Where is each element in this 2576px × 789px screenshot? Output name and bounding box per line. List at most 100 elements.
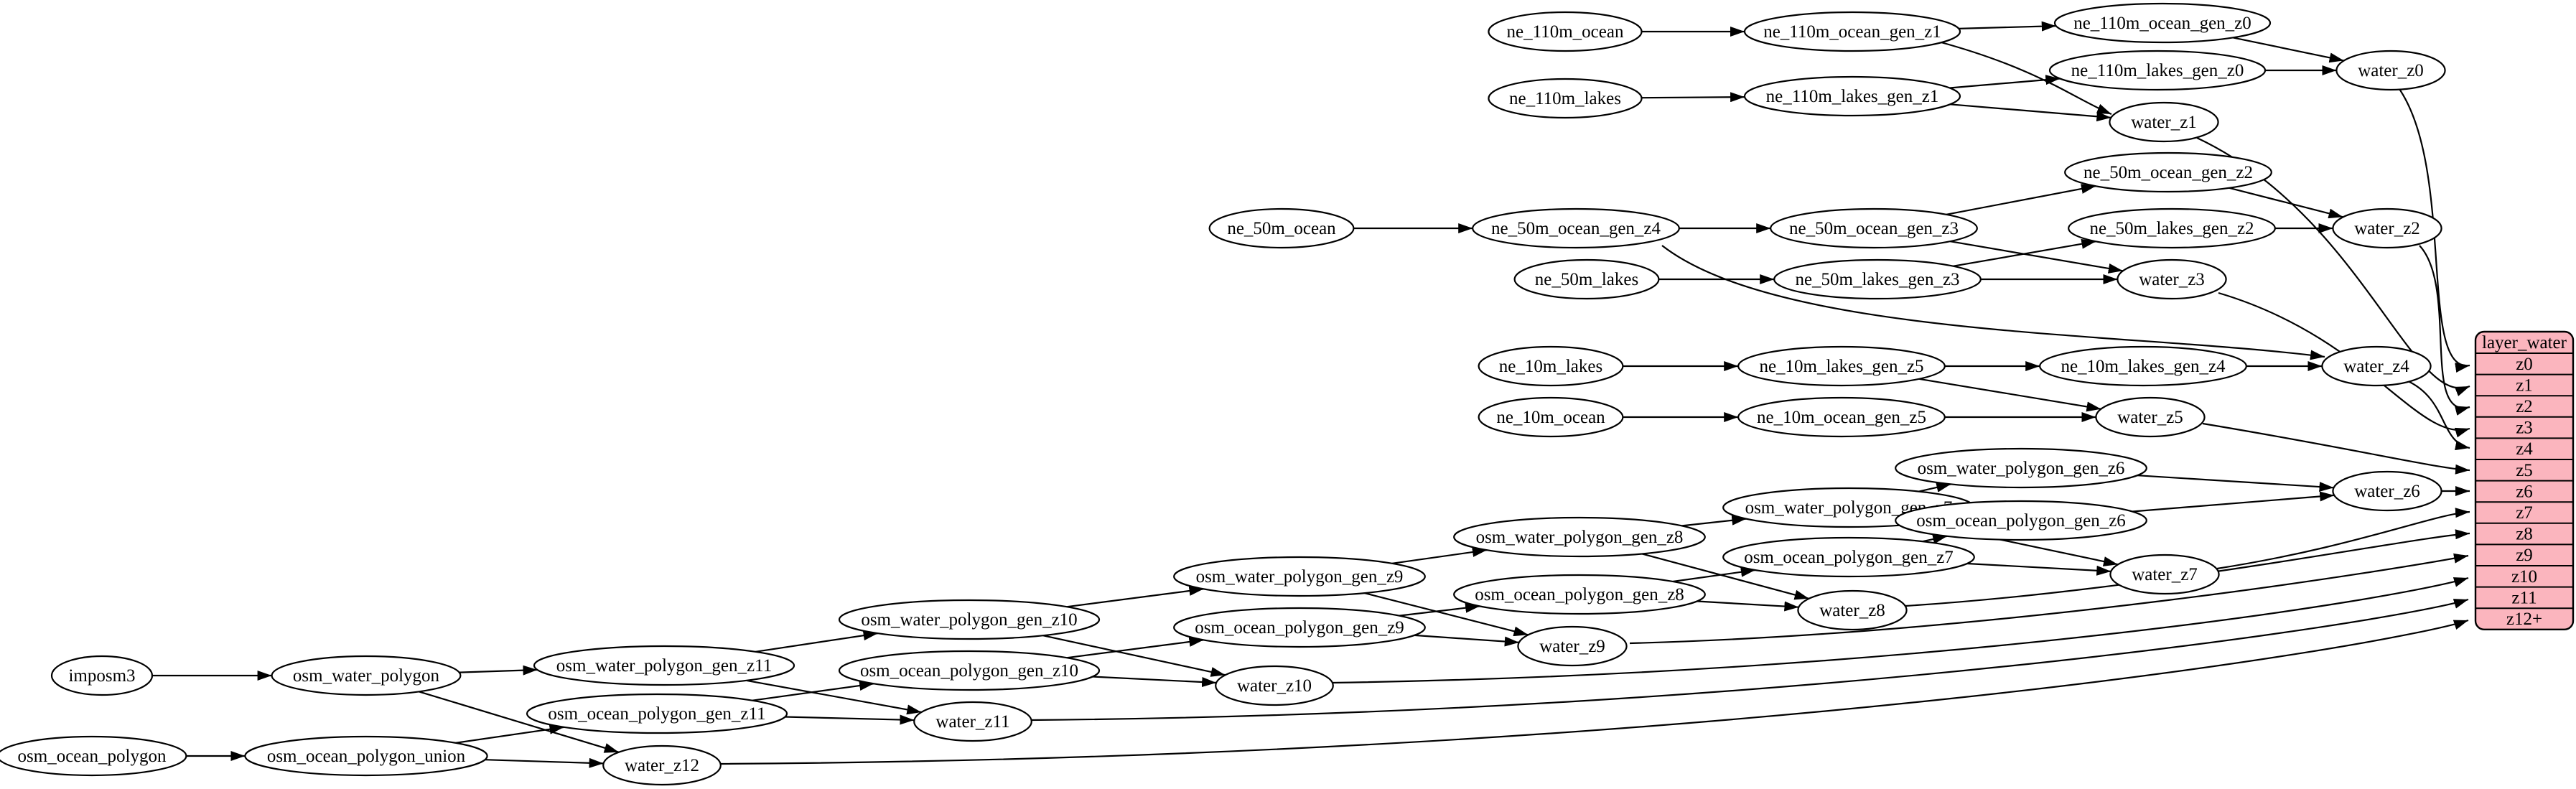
node-ellipse [1472,207,1680,249]
table-row-z8: z8 [2516,525,2533,544]
edge-ne_10m_lakes_gen_z5->water_z5 [1918,378,2101,412]
node-ne_50m_lakes: ne_50m_lakes [1513,258,1660,300]
node-osm_ocean_polygon_gen_z10: osm_ocean_polygon_gen_z10 [838,650,1101,691]
edge-water_z2->layer_water:z2 [2419,245,2470,416]
edge-water_z8->layer_water:z8 [1905,529,2470,607]
node-water_z2: water_z2 [2332,207,2442,249]
node-label: ne_110m_lakes_gen_z0 [2071,61,2244,80]
table-row-z6: z6 [2516,482,2533,501]
node-water_z4: water_z4 [2321,345,2432,387]
node-ellipse [2109,101,2219,143]
node-ne_110m_lakes: ne_110m_lakes [1488,78,1643,119]
edge-osm_ocean_polygon_gen_z9->osm_ocean_polygon_gen_z8 [1399,602,1480,617]
node-ne_10m_lakes_gen_z5: ne_10m_lakes_gen_z5 [1737,345,1946,387]
node-label: ne_110m_ocean_gen_z1 [1763,22,1941,42]
node-label: ne_110m_lakes_gen_z1 [1766,87,1939,106]
node-label: osm_ocean_polygon_union [267,747,466,766]
edge-osm_water_polygon_gen_z9->osm_water_polygon_gen_z8 [1391,547,1488,564]
node-label: osm_ocean_polygon_gen_z6 [1916,511,2126,531]
node-label: water_z4 [2343,357,2409,376]
node-water_z5: water_z5 [2095,396,2206,438]
node-ne_110m_ocean_gen_z1: ne_110m_ocean_gen_z1 [1743,11,1961,52]
edge-osm_water_polygon_gen_z9->water_z9 [1364,592,1529,637]
node-imposm3: imposm3 [50,655,154,696]
node-ellipse [2039,345,2247,387]
node-ellipse [1478,345,1624,387]
edge-osm_ocean_polygon_gen_z10->osm_ocean_polygon_gen_z9 [1067,637,1204,659]
edge-water_z11->layer_water:z11 [1030,598,2469,722]
table-row-z0: z0 [2516,355,2533,374]
node-osm_ocean_polygon_gen_z11: osm_ocean_polygon_gen_z11 [526,693,788,734]
node-ne_50m_lakes_gen_z3: ne_50m_lakes_gen_z3 [1773,258,1982,300]
table-row-label: z5 [2516,461,2533,480]
node-water_z0: water_z0 [2335,50,2446,91]
table-row-label: z9 [2516,546,2533,565]
node-ellipse [2053,2,2272,44]
node-ellipse [1488,11,1643,52]
node-ellipse [1770,207,1978,249]
node-osm_water_polygon_gen_z6: osm_water_polygon_gen_z6 [1895,447,2147,489]
table-row-label: z1 [2516,375,2533,395]
node-ellipse [1797,589,1908,631]
node-label: water_z12 [625,756,699,775]
node-ellipse [0,735,187,777]
edge-ne_110m_lakes->ne_110m_lakes_gen_z1 [1641,92,1745,103]
node-ellipse [526,693,788,734]
edge-water_z10->layer_water:z10 [1331,576,2469,684]
node-label: water_z0 [2358,61,2424,80]
edge-water_z7->layer_water:z7 [2216,508,2470,570]
node-label: osm_water_polygon_gen_z6 [1918,459,2125,478]
node-ne_50m_ocean_gen_z4: ne_50m_ocean_gen_z4 [1472,207,1680,249]
edge-water_z12->layer_water:z12+ [714,619,2469,765]
node-ne_10m_lakes_gen_z4: ne_10m_lakes_gen_z4 [2039,345,2247,387]
node-ellipse [1895,447,2147,489]
edge-ne_110m_ocean_gen_z0->water_z0 [2233,37,2344,63]
node-label: ne_10m_ocean_gen_z5 [1757,408,1926,427]
node-ne_110m_ocean: ne_110m_ocean [1488,11,1643,52]
node-ellipse [2335,50,2446,91]
node-label: ne_50m_ocean [1227,219,1336,238]
node-ellipse [838,599,1101,640]
node-ellipse [602,744,722,786]
node-label: ne_50m_ocean_gen_z4 [1491,219,1661,238]
node-label: water_z2 [2354,219,2420,238]
node-ellipse [1737,345,1946,387]
node-ellipse [2332,207,2442,249]
node-label: water_z11 [935,712,1009,732]
edge-osm_ocean_polygon_gen_z10->water_z10 [1092,676,1217,688]
edge-water_z0->layer_water:z0 [2399,88,2470,373]
node-label: water_z6 [2354,482,2420,501]
node-label: ne_110m_ocean [1507,22,1624,42]
table-row-z9: z9 [2516,546,2533,565]
edge-ne_50m_ocean_gen_z3->ne_50m_ocean_gen_z2 [1946,184,2096,215]
node-water_z12: water_z12 [602,744,722,786]
table-row-label: z3 [2516,419,2533,438]
node-label: water_z8 [1819,601,1885,620]
node-water_z11: water_z11 [913,701,1032,742]
node-label: ne_10m_ocean [1496,408,1605,427]
table-row-label: z7 [2516,503,2533,523]
node-label: osm_water_polygon_gen_z8 [1476,528,1684,547]
table-row-z4: z4 [2516,439,2533,459]
node-osm_ocean_polygon_union: osm_ocean_polygon_union [244,735,488,777]
edge-osm_ocean_polygon_gen_z8->osm_ocean_polygon_gen_z7 [1672,566,1756,583]
node-ellipse [271,655,462,696]
edge-osm_ocean_polygon_gen_z7->water_z7 [1966,562,2111,576]
node-label: osm_ocean_polygon [18,747,167,766]
node-osm_water_polygon_gen_z11: osm_water_polygon_gen_z11 [533,645,795,686]
node-osm_water_polygon_gen_z8: osm_water_polygon_gen_z8 [1453,516,1706,558]
node-label: osm_water_polygon [293,666,440,686]
node-ellipse [1513,258,1660,300]
node-ellipse [2048,50,2267,91]
node-label: water_z5 [2117,408,2183,427]
node-osm_ocean_polygon_gen_z6: osm_ocean_polygon_gen_z6 [1895,500,2147,541]
edge-ne_110m_ocean_gen_z1->ne_110m_ocean_gen_z0 [1959,21,2056,32]
node-ellipse [1173,556,1426,597]
node-label: osm_ocean_polygon_gen_z8 [1475,585,1684,604]
edge-osm_ocean_polygon_gen_z7->osm_ocean_polygon_gen_z6 [1922,534,1948,544]
edge-osm_water_polygon_gen_z8->osm_water_polygon_gen_z7 [1681,515,1747,527]
edge-osm_ocean_polygon_gen_z8->water_z8 [1697,600,1799,612]
node-label: osm_ocean_polygon_gen_z7 [1744,548,1954,567]
edge-osm_water_polygon->osm_water_polygon_gen_z11 [459,665,538,676]
